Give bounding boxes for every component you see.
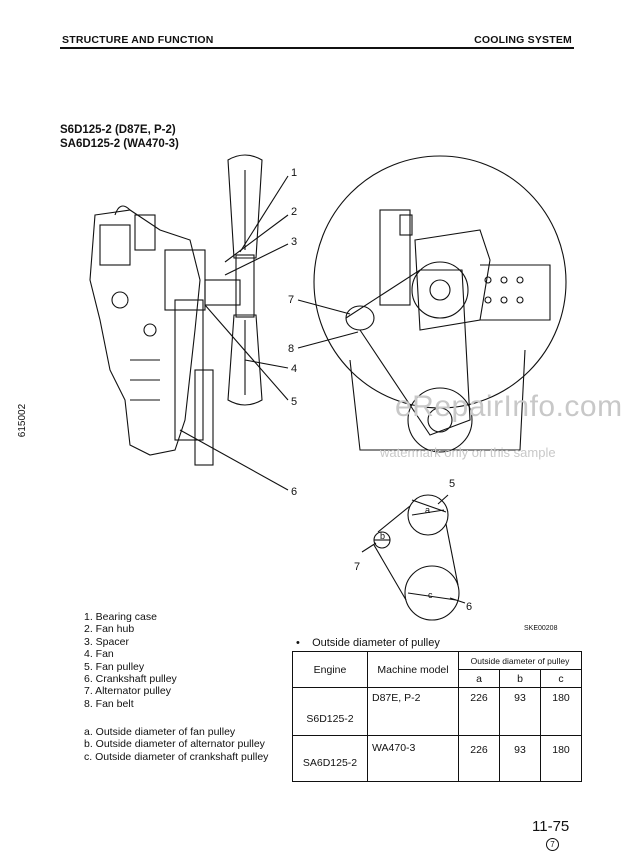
section-title: STRUCTURE AND FUNCTION xyxy=(62,34,214,46)
letter-b: b xyxy=(380,531,385,541)
callout-3: 3 xyxy=(291,236,297,248)
cell-model: D87E, P-2 xyxy=(367,687,459,736)
chapter-title: COOLING SYSTEM xyxy=(474,34,572,46)
header-a: a xyxy=(458,669,500,688)
cell-b: 93 xyxy=(499,687,541,736)
page-number: 11-75 xyxy=(532,818,570,835)
fan-blade xyxy=(227,154,263,406)
cell-c: 180 xyxy=(540,735,582,782)
letter-a: a xyxy=(425,505,430,515)
parts-legend: 1. Bearing case 2. Fan hub 3. Spacer 4. … xyxy=(84,611,177,710)
legend-item: a. Outside diameter of fan pulley xyxy=(84,726,236,738)
callout-6-schematic: 6 xyxy=(466,601,472,613)
cell-model: WA470-3 xyxy=(367,735,459,782)
legend-item: 4. Fan xyxy=(84,648,114,661)
engine-subtitle-2: SA6D125-2 (WA470-3) xyxy=(60,138,179,150)
cell-engine: S6D125-2 xyxy=(292,687,368,736)
cell-a: 226 xyxy=(458,687,500,736)
legend-item: 8. Fan belt xyxy=(84,697,134,710)
header-rule xyxy=(60,47,574,49)
pulley-schematic xyxy=(361,494,466,621)
cell-engine: SA6D125-2 xyxy=(292,735,368,782)
side-view-engine xyxy=(89,205,241,466)
letter-c: c xyxy=(428,590,433,600)
table-title: • Outside diameter of pulley xyxy=(296,637,440,649)
callout-1: 1 xyxy=(291,167,297,179)
callout-5-schematic: 5 xyxy=(449,478,455,490)
callout-4: 4 xyxy=(291,363,297,375)
callout-8: 8 xyxy=(288,343,294,355)
figure-code: SKE00208 xyxy=(524,625,558,632)
callout-6: 6 xyxy=(291,486,297,498)
legend-item: c. Outside diameter of crankshaft pulley xyxy=(84,750,269,763)
watermark-sub: watermark only on this sample xyxy=(380,445,556,460)
leader-lines-left xyxy=(179,175,289,491)
legend-item: 6. Crankshaft pulley xyxy=(84,673,177,686)
table-title-text: Outside diameter of pulley xyxy=(312,637,440,649)
table-row: SA6D125-2 WA470-3 226 93 180 xyxy=(292,735,582,782)
watermark-main: eRepairInfo.com xyxy=(395,390,623,423)
header-c: c xyxy=(540,669,582,688)
cell-c: 180 xyxy=(540,687,582,736)
header-engine: Engine xyxy=(292,651,368,688)
front-view-detail xyxy=(313,155,567,453)
callout-7: 7 xyxy=(288,294,294,306)
legend-item: b. Outside diameter of alternator pulley xyxy=(84,738,265,751)
legend-item: 3. Spacer xyxy=(84,635,129,648)
legend-item: 1. Bearing case xyxy=(84,611,157,623)
callout-5: 5 xyxy=(291,396,297,408)
leader-7 xyxy=(297,299,351,315)
header-model: Machine model xyxy=(367,651,459,688)
leader-8 xyxy=(297,331,359,349)
legend-item: 7. Alternator pulley xyxy=(84,685,171,698)
legend-item: 2. Fan hub xyxy=(84,623,135,636)
header-b: b xyxy=(499,669,541,688)
callout-7-schematic: 7 xyxy=(354,561,360,573)
legend-item: 5. Fan pulley xyxy=(84,660,145,673)
dimension-legend: a. Outside diameter of fan pulley b. Out… xyxy=(84,726,268,763)
engine-subtitle-1: S6D125-2 (D87E, P-2) xyxy=(60,124,176,136)
table-row: S6D125-2 D87E, P-2 226 93 180 xyxy=(292,687,582,736)
cell-a: 226 xyxy=(458,735,500,782)
callout-2: 2 xyxy=(291,206,297,218)
revision-mark: 7 xyxy=(546,838,559,851)
header-group: Outside diameter of pulley xyxy=(458,651,582,670)
cell-b: 93 xyxy=(499,735,541,782)
pulley-table: Engine Machine model Outside diameter of… xyxy=(292,651,582,782)
